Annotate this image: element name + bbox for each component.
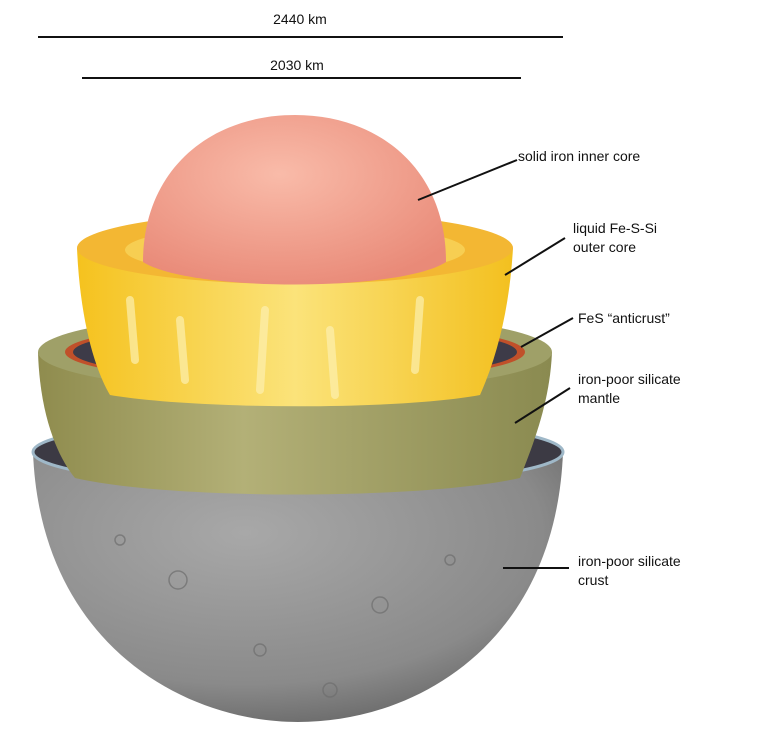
leader-anticrust bbox=[520, 317, 574, 348]
label-mantle-2: mantle bbox=[578, 390, 621, 406]
label-outer-core-1: liquid Fe-S-Si bbox=[573, 220, 658, 236]
label-mantle-1: iron-poor silicate bbox=[578, 371, 681, 387]
leader-inner-core bbox=[417, 159, 518, 201]
inner-core-layer bbox=[143, 115, 446, 285]
label-inner-core: solid iron inner core bbox=[518, 148, 641, 164]
scale-label-2030: 2030 km bbox=[270, 57, 324, 73]
leader-mantle bbox=[514, 387, 571, 424]
label-outer-core-2: outer core bbox=[573, 239, 637, 255]
label-anticrust: FeS “anticrust” bbox=[578, 310, 670, 326]
label-crust-1: iron-poor silicate bbox=[578, 553, 681, 569]
leader-lines bbox=[417, 159, 574, 569]
leader-outer-core bbox=[504, 237, 566, 276]
scale-label-2440: 2440 km bbox=[273, 11, 327, 27]
label-crust-2: crust bbox=[578, 572, 609, 588]
